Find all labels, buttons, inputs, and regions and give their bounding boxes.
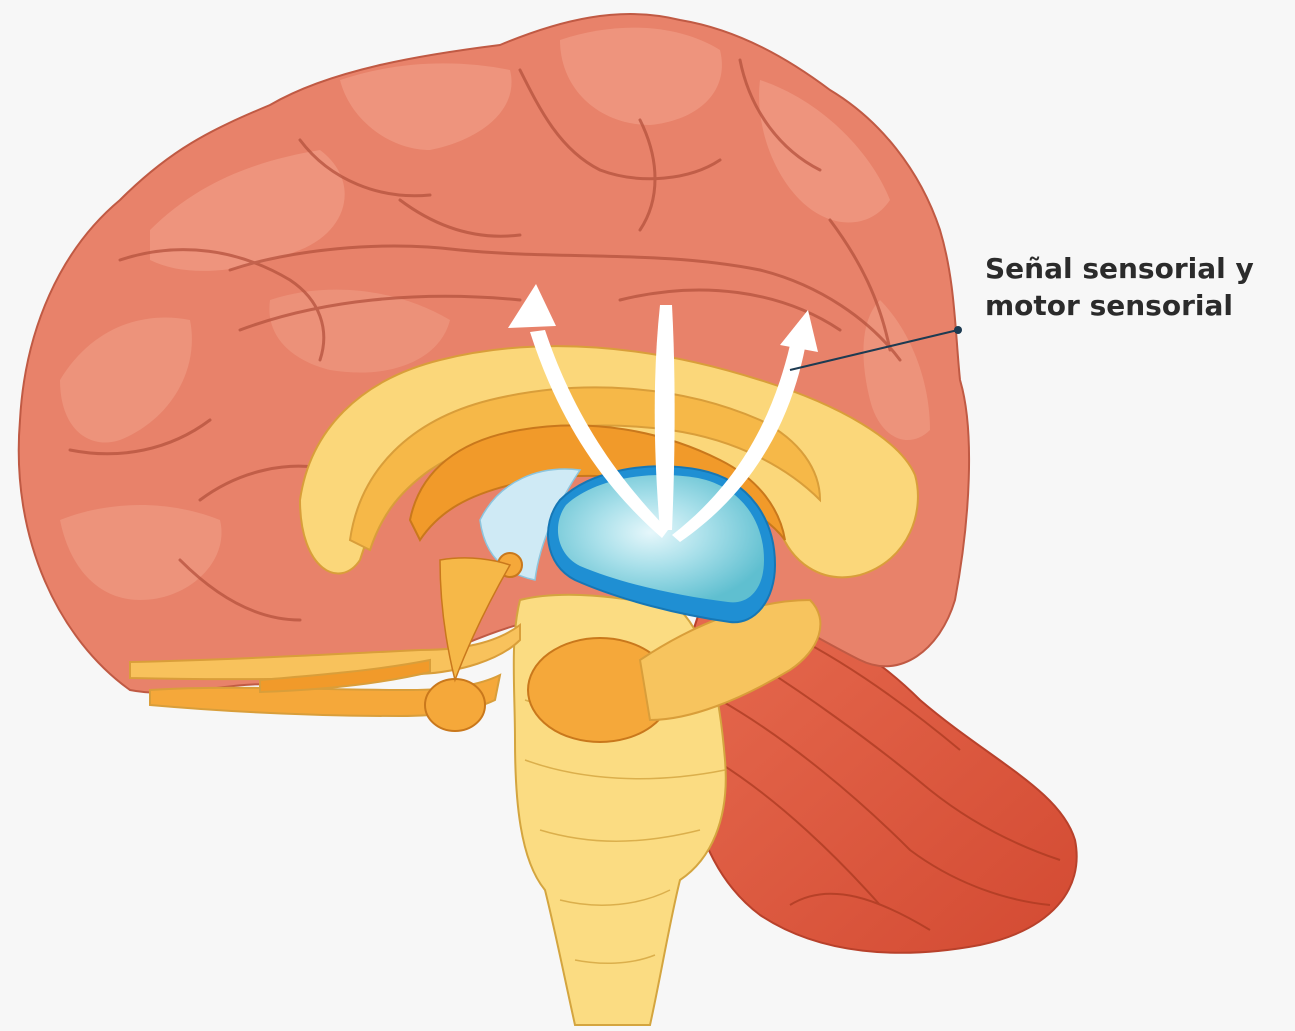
- annotation-line-1: Señal sensorial y: [985, 250, 1285, 287]
- annotation-label: Señal sensorial y motor sensorial: [985, 250, 1285, 324]
- annotation-leader-dot: [954, 326, 962, 334]
- annotation-line-2: motor sensorial: [985, 287, 1285, 324]
- pituitary-gland: [425, 679, 485, 731]
